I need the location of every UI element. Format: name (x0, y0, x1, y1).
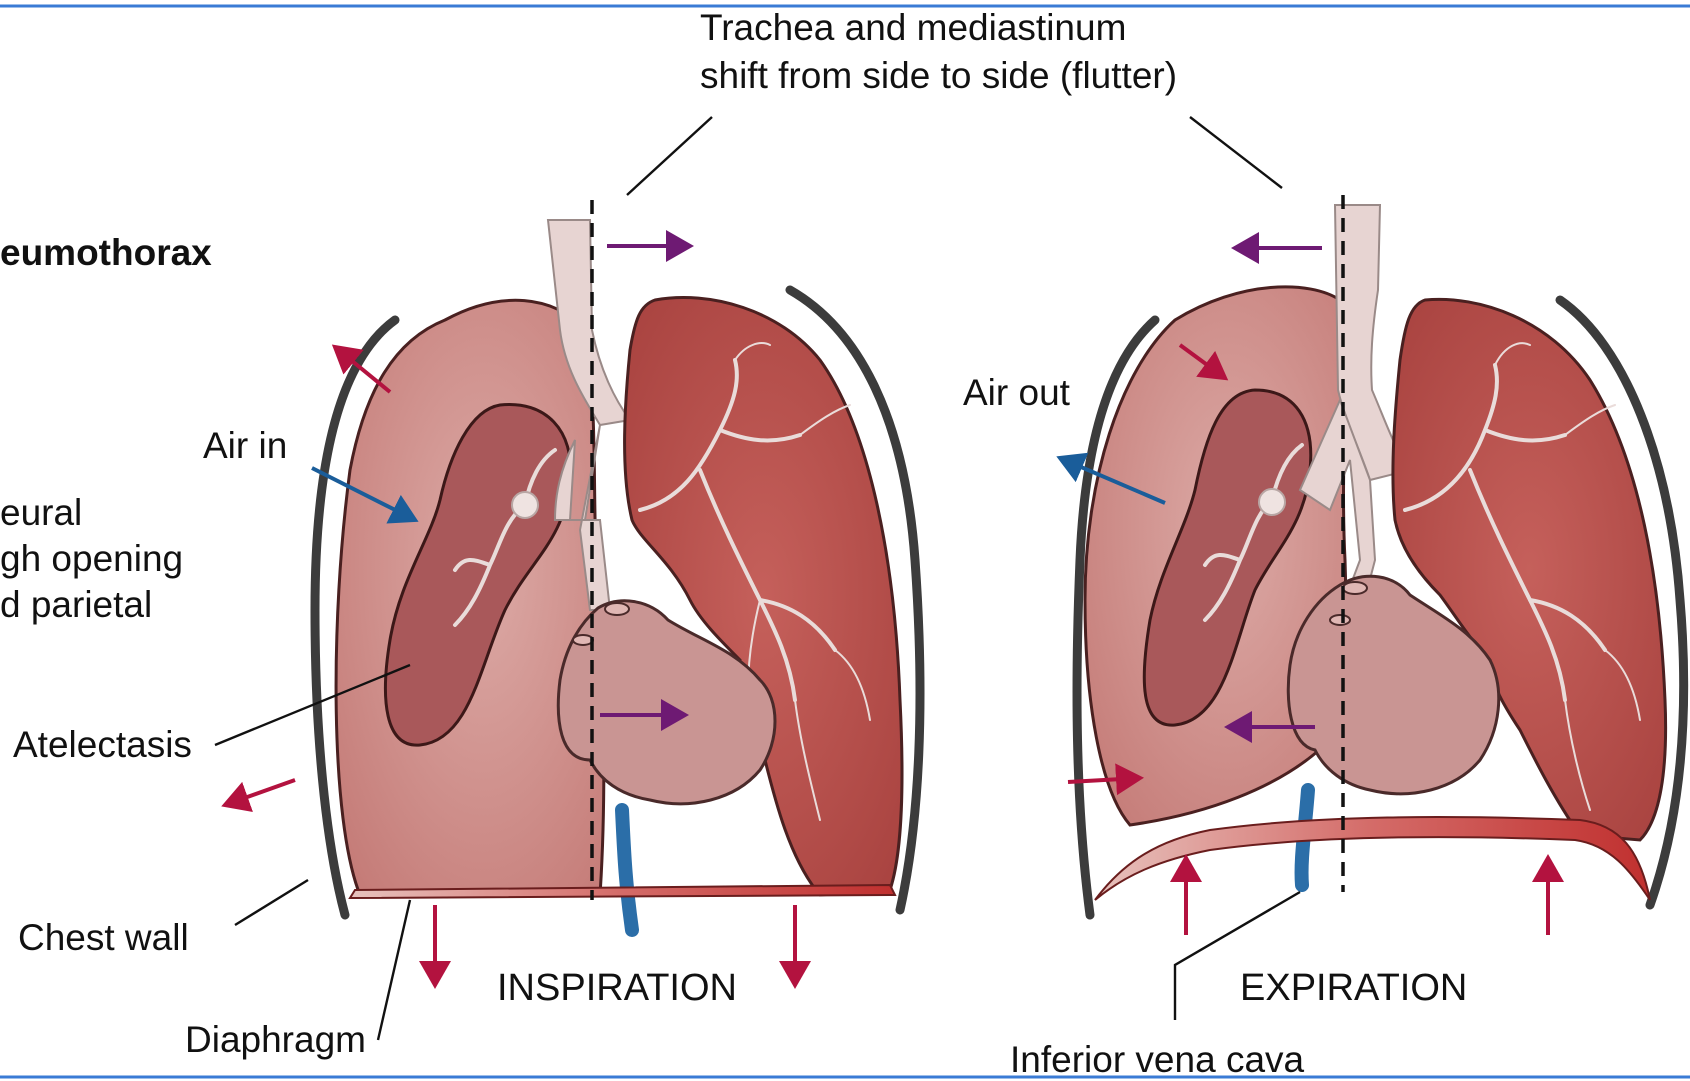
diaphragm-label: Diaphragm (185, 1019, 366, 1060)
expiration-label: EXPIRATION (1240, 967, 1467, 1009)
pulmonary-opening-inspiration (573, 635, 593, 645)
pleural-opening-label-line3: d parietal (0, 584, 152, 625)
trachea-mediastinum-label-line1: Trachea and mediastinum (700, 7, 1126, 48)
inferior-vena-cava-inspiration (622, 810, 632, 930)
inspiration-label: INSPIRATION (497, 967, 737, 1009)
pleural-opening-label-line2: gh opening (0, 538, 183, 579)
chest-wall-label: Chest wall (18, 917, 189, 958)
air-in-label: Air in (203, 425, 287, 466)
pleural-opening-label-line1: eural (0, 492, 82, 533)
trachea-leader-left (627, 117, 712, 195)
aorta-opening-expiration (1343, 582, 1367, 594)
atelectasis-label: Atelectasis (13, 724, 192, 765)
chest-wall-leader (235, 880, 308, 925)
chest-wall-expansion-arrow-lower (225, 780, 295, 805)
diaphragm-expiration (1095, 817, 1650, 900)
healthy-lung-inspiration (625, 298, 902, 896)
trachea-mediastinum-label-line2: shift from side to side (flutter) (700, 55, 1177, 96)
inferior-vena-cava-label: Inferior vena cava (1010, 1039, 1305, 1080)
air-out-label: Air out (963, 372, 1071, 413)
inspiration-panel (215, 117, 920, 1040)
atelectasis-bronchus-node (512, 492, 538, 518)
expiration-panel (1060, 117, 1684, 1020)
title-label: eumothorax (0, 232, 212, 273)
pulmonary-opening-expiration (1330, 615, 1350, 625)
atelectasis-bronchus-node-expiration (1259, 489, 1285, 515)
aorta-opening-inspiration (605, 603, 629, 615)
trachea-leader-right (1190, 117, 1282, 188)
diaphragm-leader (378, 900, 410, 1040)
